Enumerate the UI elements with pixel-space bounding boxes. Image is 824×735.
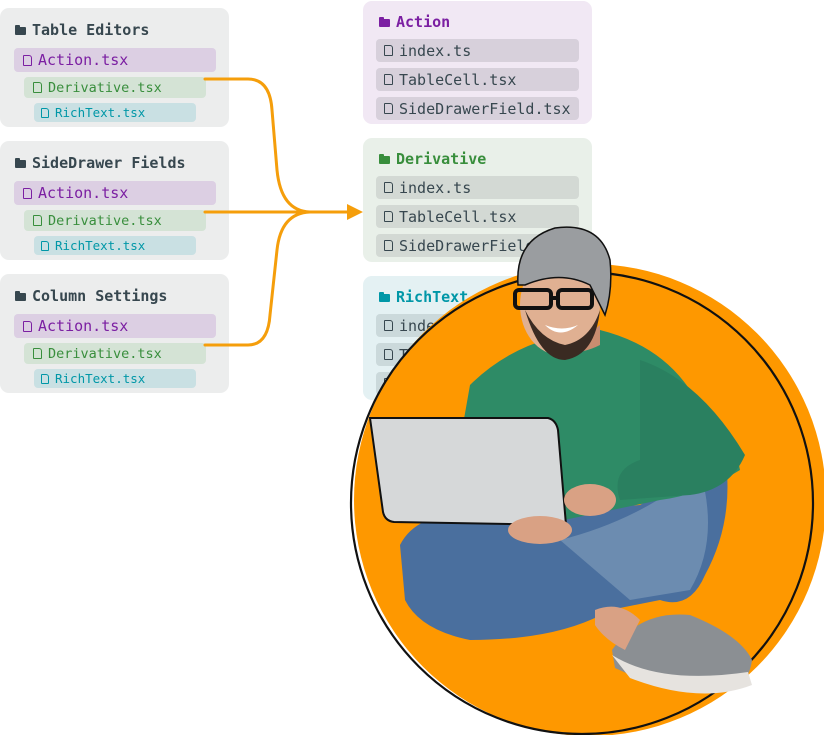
- source-card-column-settings: Column Settings Action.tsx Derivative.ts…: [0, 274, 229, 393]
- card-title-label: Derivative: [396, 150, 487, 168]
- file-richtext: RichText.tsx: [34, 236, 196, 255]
- file-label: Derivative.tsx: [48, 345, 162, 362]
- file-icon: [33, 215, 42, 226]
- file-index: index.ts: [376, 176, 579, 199]
- file-label: Action.tsx: [38, 51, 129, 69]
- file-tablecell: TableCell.tsx: [376, 205, 579, 228]
- file-label: index.ts: [399, 178, 472, 197]
- arrow-from-column-settings: [203, 210, 312, 347]
- file-icon: [384, 74, 393, 85]
- file-icon: [384, 45, 393, 56]
- card-title: Table Editors: [12, 17, 217, 43]
- file-icon: [23, 320, 32, 332]
- file-label: RichText.tsx: [55, 238, 146, 253]
- file-label: TableCell.tsx: [399, 207, 517, 226]
- file-label: Derivative.tsx: [48, 212, 162, 229]
- file-label: TableCell.tsx: [399, 70, 517, 89]
- card-title-label: Action: [396, 13, 451, 31]
- file-index: index.ts: [376, 39, 579, 62]
- file-derivative: Derivative.tsx: [24, 210, 206, 231]
- file-derivative: Derivative.tsx: [24, 77, 206, 98]
- file-richtext: RichText.tsx: [34, 369, 196, 388]
- file-action: Action.tsx: [14, 314, 216, 338]
- card-title: Derivative: [376, 148, 579, 170]
- file-icon: [23, 54, 32, 66]
- file-sidedrawerfield: SideDrawerField.tsx: [376, 97, 579, 120]
- arrow-head-icon: [347, 204, 363, 220]
- card-title: SideDrawer Fields: [12, 150, 217, 176]
- file-label: Action.tsx: [38, 317, 129, 335]
- folder-icon: [15, 24, 26, 35]
- file-icon: [384, 103, 393, 114]
- file-icon: [33, 348, 42, 359]
- file-derivative: Derivative.tsx: [24, 343, 206, 364]
- folder-icon: [379, 16, 390, 27]
- file-label: RichText.tsx: [55, 105, 146, 120]
- file-icon: [33, 82, 42, 93]
- card-title-label: Table Editors: [32, 21, 150, 39]
- file-label: index.ts: [399, 41, 472, 60]
- file-label: Derivative.tsx: [48, 79, 162, 96]
- target-card-action: Action index.ts TableCell.tsx SideDrawer…: [363, 1, 592, 124]
- card-title-label: Column Settings: [32, 287, 168, 305]
- folder-icon: [15, 157, 26, 168]
- file-label: RichText.tsx: [55, 371, 146, 386]
- file-action: Action.tsx: [14, 48, 216, 72]
- file-icon: [41, 240, 49, 251]
- arrow-from-table-editors: [203, 77, 312, 214]
- file-icon: [41, 107, 49, 118]
- file-label: Action.tsx: [38, 184, 129, 202]
- folder-icon: [379, 153, 390, 164]
- file-icon: [384, 211, 393, 222]
- card-title-label: SideDrawer Fields: [32, 154, 186, 172]
- folder-icon: [15, 290, 26, 301]
- card-title: Column Settings: [12, 283, 217, 309]
- file-icon: [384, 182, 393, 193]
- file-icon: [41, 373, 49, 384]
- file-icon: [384, 240, 393, 251]
- source-card-table-editors: Table Editors Action.tsx Derivative.tsx …: [0, 8, 229, 127]
- file-icon: [23, 187, 32, 199]
- file-tablecell: TableCell.tsx: [376, 68, 579, 91]
- file-richtext: RichText.tsx: [34, 103, 196, 122]
- source-card-sidedrawer-fields: SideDrawer Fields Action.tsx Derivative.…: [0, 141, 229, 260]
- file-label: SideDrawerField.tsx: [399, 99, 571, 118]
- card-title: Action: [376, 11, 579, 33]
- file-action: Action.tsx: [14, 181, 216, 205]
